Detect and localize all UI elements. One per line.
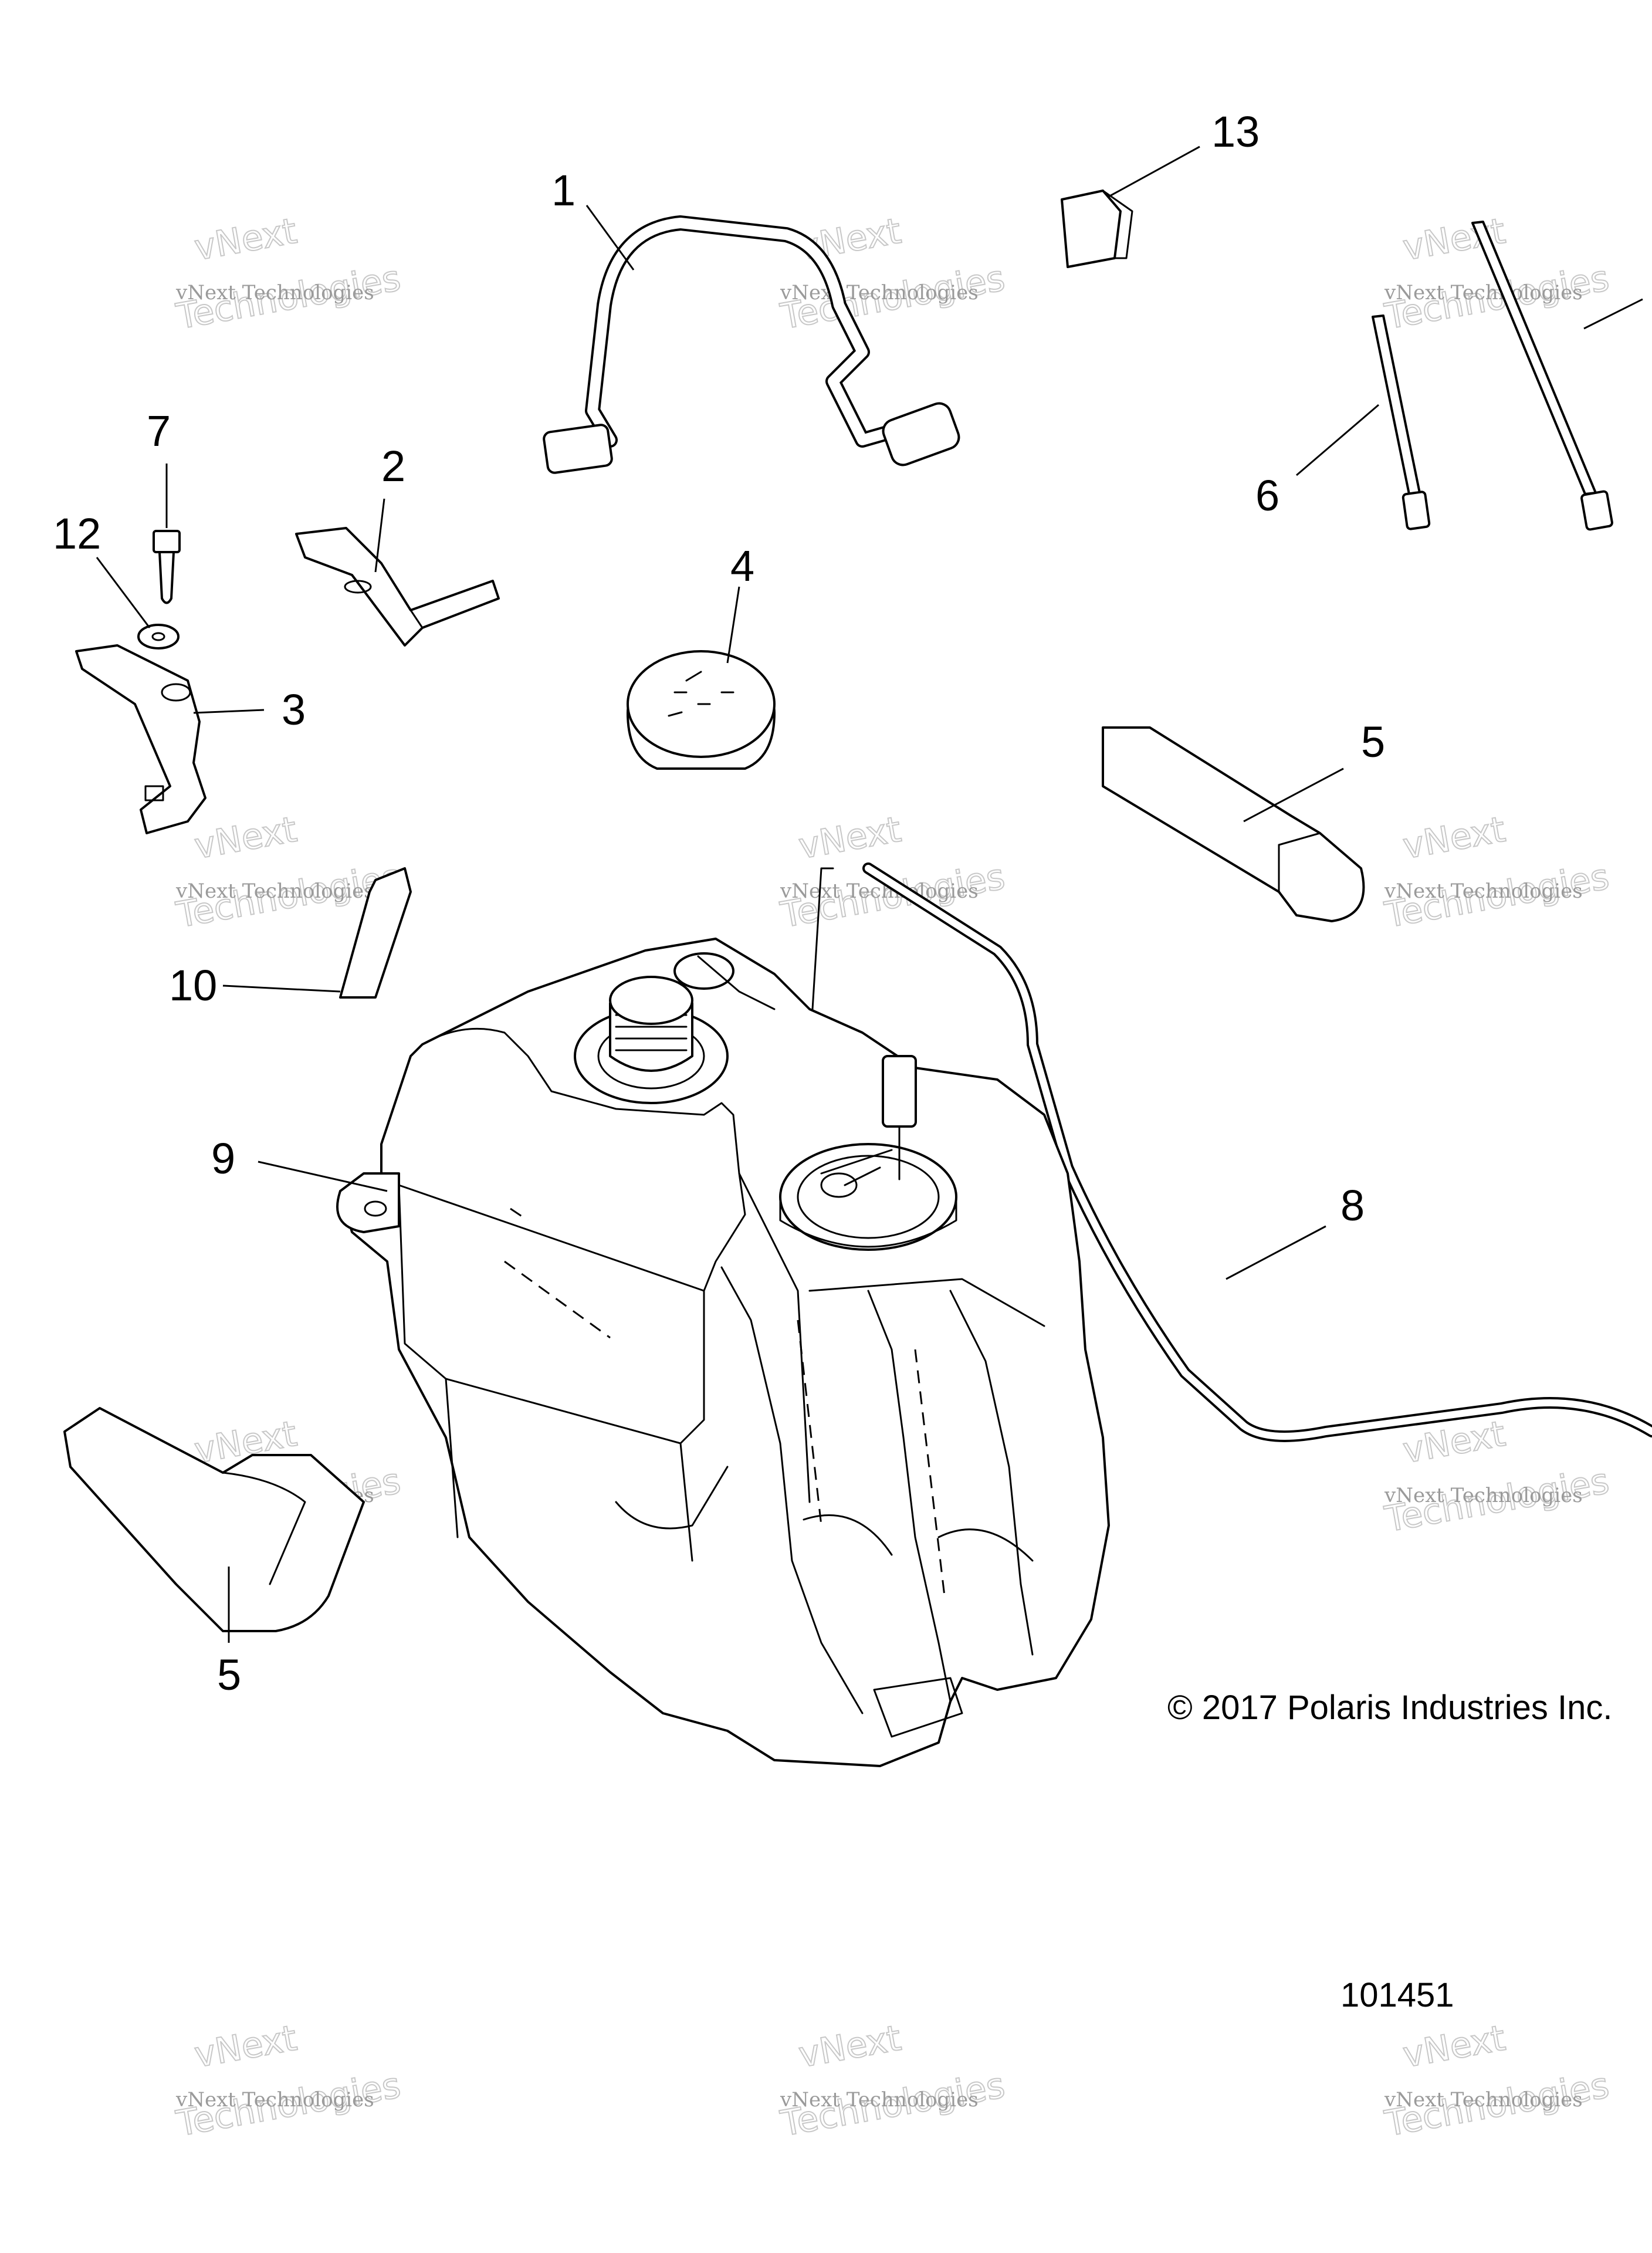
callout-12: 12 <box>53 509 101 558</box>
leader-6b <box>1583 298 1643 330</box>
leader-9 <box>258 1161 388 1192</box>
callout-6: 6 <box>1255 471 1279 520</box>
svg-text:vNext: vNext <box>191 211 300 269</box>
svg-text:vNext Technologies: vNext Technologies <box>1384 281 1583 305</box>
svg-text:vNext Technologies: vNext Technologies <box>780 2088 979 2112</box>
watermark: vNext Technologies vNext Technologies <box>1381 1413 1613 1541</box>
watermark: vNext Technologies vNext Technologies <box>777 210 1008 339</box>
document-number: 101451 <box>1340 1976 1454 2014</box>
part-3-bracket <box>75 644 206 834</box>
watermark: vNext Technologies vNext Technologies <box>172 210 404 339</box>
leader-lines <box>96 146 1643 1643</box>
callout-labels: 1 2 3 4 5 5 6 7 8 9 10 12 13 <box>53 107 1385 1699</box>
svg-text:vNext: vNext <box>191 2018 300 2076</box>
svg-text:vNext Technologies: vNext Technologies <box>175 2088 374 2112</box>
watermark: vNext Technologies vNext Technologies <box>172 2017 404 2146</box>
callout-9: 9 <box>211 1134 235 1183</box>
leader-2 <box>374 498 385 573</box>
callout-10: 10 <box>169 961 217 1010</box>
svg-text:vNext: vNext <box>191 809 300 867</box>
leader-3 <box>193 709 265 714</box>
callout-1: 1 <box>551 166 576 215</box>
leader-5a <box>1243 767 1344 823</box>
callout-13: 13 <box>1211 107 1260 156</box>
leader-4 <box>726 586 740 664</box>
part-10-pad <box>339 867 412 999</box>
watermark: vNext Technologies vNext Technologies <box>1381 808 1613 937</box>
part-5-pad-lower <box>63 1407 365 1632</box>
svg-text:vNext: vNext <box>1400 809 1508 867</box>
part-12-washer <box>137 624 180 649</box>
callout-7: 7 <box>147 407 171 455</box>
leader-10 <box>222 985 341 993</box>
callout-8: 8 <box>1340 1181 1365 1230</box>
leader-6 <box>1296 404 1379 476</box>
part-4-fuel-cap <box>627 650 776 770</box>
svg-text:vNext: vNext <box>1400 2018 1508 2076</box>
watermark: vNext Technologies vNext Technologies <box>1381 2017 1613 2146</box>
callout-5-upper: 5 <box>1361 718 1385 766</box>
leader-13 <box>1108 146 1200 198</box>
part-13-clip <box>1061 190 1133 268</box>
leader-8 <box>1226 1225 1326 1280</box>
svg-text:vNext Technologies: vNext Technologies <box>1384 879 1583 903</box>
watermark: vNext Technologies vNext Technologies <box>777 2017 1008 2146</box>
part-7-bolt <box>153 530 181 604</box>
svg-text:vNext Technologies: vNext Technologies <box>780 281 979 305</box>
part-6-cable-tie-2 <box>1471 221 1613 531</box>
part-9-fuel-tank <box>336 938 1110 1767</box>
copyright-notice: © 2017 Polaris Industries Inc. <box>1167 1689 1612 1727</box>
callout-2: 2 <box>381 442 405 490</box>
part-5-pad-upper <box>1102 726 1365 922</box>
svg-text:vNext: vNext <box>795 2018 904 2076</box>
leader-12 <box>96 557 151 628</box>
callout-3: 3 <box>282 685 306 734</box>
svg-text:vNext: vNext <box>795 809 904 867</box>
svg-text:vNext Technologies: vNext Technologies <box>1384 2088 1583 2112</box>
svg-text:vNext Technologies: vNext Technologies <box>1384 1484 1583 1507</box>
svg-text:vNext Technologies: vNext Technologies <box>175 879 374 903</box>
svg-text:vNext Technologies: vNext Technologies <box>780 879 979 903</box>
callout-4: 4 <box>730 542 754 590</box>
svg-text:vNext Technologies: vNext Technologies <box>175 281 374 305</box>
leader-1 <box>585 205 635 270</box>
callout-5-lower: 5 <box>217 1650 241 1699</box>
part-1-vent-hose <box>543 215 960 474</box>
watermark: vNext Technologies vNext Technologies <box>777 808 1008 937</box>
part-6-cable-tie <box>1372 314 1431 530</box>
part-2-bracket <box>295 527 500 647</box>
